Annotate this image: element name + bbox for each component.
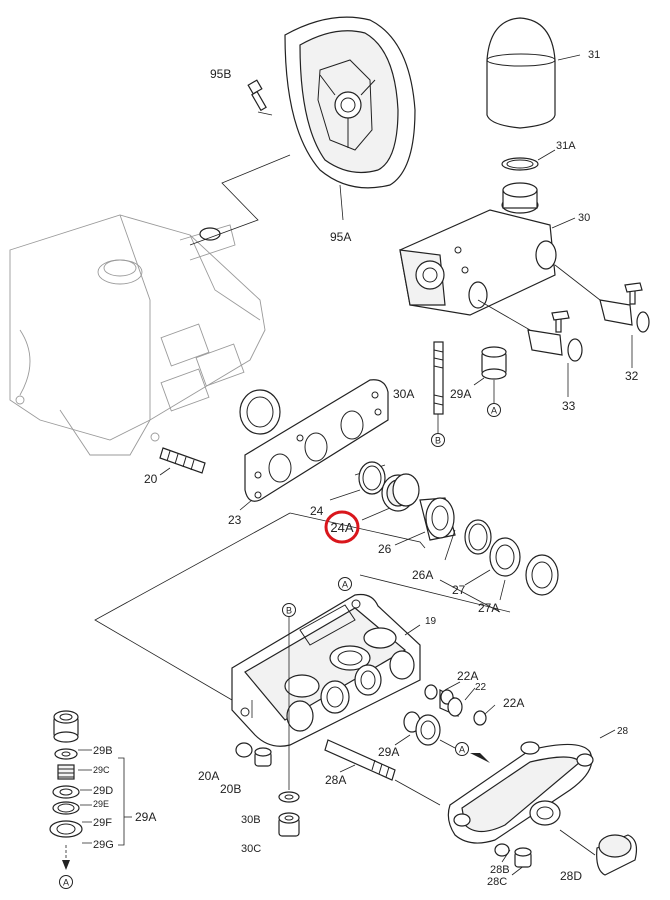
label-22: 22 (475, 682, 487, 693)
pulley-95A (284, 16, 416, 189)
valve-29A-top (481, 346, 507, 380)
seals-27A (489, 537, 559, 596)
arrow-to-28 (470, 753, 490, 763)
cap-28D (596, 834, 638, 876)
manifold-30 (399, 182, 557, 316)
label-20B: 20B (220, 782, 241, 796)
label-23: 23 (228, 513, 242, 527)
label-27A: 27A (478, 601, 499, 615)
label-28D: 28D (560, 869, 582, 883)
svg-text:A: A (459, 745, 465, 755)
valve-33 (527, 310, 583, 362)
parts-28B-28C (494, 843, 532, 868)
svg-text:B: B (435, 436, 441, 446)
label-30C: 30C (241, 843, 261, 855)
highlight-circle-24A (324, 510, 360, 544)
label-20: 20 (144, 472, 158, 486)
label-28A: 28A (325, 773, 346, 787)
label-95B: 95B (210, 67, 231, 81)
svg-text:A: A (63, 878, 69, 888)
label-26A: 26A (412, 568, 433, 582)
plug-20A-20B (235, 742, 272, 767)
label-30: 30 (578, 212, 590, 224)
label-28C: 28C (487, 876, 507, 888)
arrow-kit-down (62, 860, 70, 870)
valve-kit-29 (49, 710, 83, 838)
label-22A-a: 22A (457, 669, 478, 683)
cover-28 (447, 741, 594, 844)
label-29A-mid: 29A (378, 745, 399, 759)
marker-A-kit: A (59, 875, 73, 889)
label-20A: 20A (198, 769, 219, 783)
label-29E: 29E (93, 799, 109, 809)
label-24: 24 (310, 504, 324, 518)
plunger-20 (159, 447, 206, 474)
label-26: 26 (378, 542, 392, 556)
svg-text:B: B (286, 606, 292, 616)
label-19: 19 (425, 616, 437, 627)
label-28: 28 (617, 726, 629, 737)
retainer-26 (419, 497, 456, 541)
bolt-95B (247, 79, 267, 112)
label-29G: 29G (93, 839, 114, 851)
label-27: 27 (452, 583, 466, 597)
label-33: 33 (562, 399, 576, 413)
label-30B: 30B (241, 814, 261, 826)
label-95A: 95A (330, 230, 351, 244)
label-29C: 29C (93, 765, 110, 775)
ring-24 (358, 461, 386, 495)
label-29F: 29F (93, 817, 112, 829)
marker-A-top: A (487, 403, 501, 417)
seal-ring-left (239, 389, 281, 435)
stud-28A (324, 739, 396, 781)
label-29A-kit: 29A (135, 810, 156, 824)
marker-A-mid: A (455, 742, 469, 756)
marker-B-head: B (282, 603, 296, 617)
marker-B-top: B (431, 433, 445, 447)
washer-nut-30B-30C (278, 791, 300, 837)
valve-22 (439, 688, 463, 717)
label-29D: 29D (93, 785, 113, 797)
valve-29A-mid (403, 711, 441, 746)
label-32: 32 (625, 369, 639, 383)
label-31A: 31A (556, 140, 576, 152)
label-22A-b: 22A (503, 696, 524, 710)
label-24A: 24A (330, 520, 353, 535)
label-30A: 30A (393, 387, 414, 401)
label-29B: 29B (93, 745, 113, 757)
label-31: 31 (588, 49, 600, 61)
stud-30A (433, 341, 444, 415)
marker-A-head: A (338, 577, 352, 591)
valve-32 (599, 282, 650, 333)
svg-text:A: A (342, 580, 348, 590)
orings-22A (424, 684, 487, 726)
svg-text:A: A (491, 406, 497, 416)
head-manifold-19 (231, 593, 421, 747)
label-29A-top: 29A (450, 387, 471, 401)
crankcase-ghost (9, 214, 266, 456)
label-28B: 28B (490, 864, 510, 876)
seal-24A (381, 473, 420, 512)
gasket-plate-23 (244, 379, 389, 502)
ring-27 (464, 519, 492, 555)
accumulator-31 (486, 17, 556, 171)
